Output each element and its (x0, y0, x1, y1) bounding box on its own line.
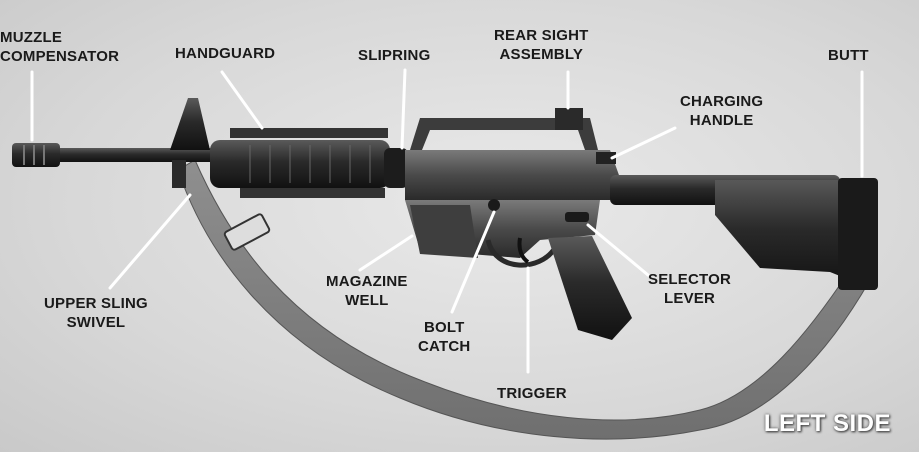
front-sight (170, 98, 210, 150)
label-selector-lever: SELECTOR LEVER (648, 271, 732, 307)
barrel (18, 148, 233, 162)
label-magazine-well: MAGAZINE WELL (326, 273, 408, 309)
carry-handle (410, 118, 598, 150)
label-bolt-catch: BOLT CATCH (418, 319, 471, 355)
label-trigger: TRIGGER (497, 385, 567, 402)
handguard (210, 140, 390, 188)
muzzle-compensator (12, 143, 60, 167)
trigger (517, 237, 530, 264)
slipring (384, 148, 408, 188)
magazine-well (410, 205, 478, 258)
bolt-catch (488, 199, 500, 211)
trigger-guard (485, 239, 558, 268)
top-rail (230, 128, 388, 138)
leader-lines (30, 68, 864, 374)
view-label: LEFT SIDE (763, 410, 891, 437)
pistol-grip (548, 236, 632, 340)
sling-buckle (223, 213, 271, 251)
upper-receiver (405, 150, 620, 200)
label-muzzle-compensator: MUZZLE COMPENSATOR (0, 29, 120, 65)
bottom-rail (240, 188, 385, 198)
butt-plate (838, 178, 878, 290)
label-rear-sight-assembly: REAR SIGHT ASSEMBLY (494, 27, 589, 63)
label-charging-handle: CHARGING HANDLE (680, 93, 764, 129)
charging-handle (596, 152, 616, 164)
label-handguard: HANDGUARD (175, 45, 276, 62)
label-upper-sling-swivel: UPPER SLING SWIVEL (44, 295, 148, 331)
rear-sight (555, 108, 583, 130)
label-butt: BUTT (828, 47, 869, 64)
label-slipring: SLIPRING (358, 47, 431, 64)
stock (715, 178, 875, 290)
selector-lever (565, 212, 589, 222)
